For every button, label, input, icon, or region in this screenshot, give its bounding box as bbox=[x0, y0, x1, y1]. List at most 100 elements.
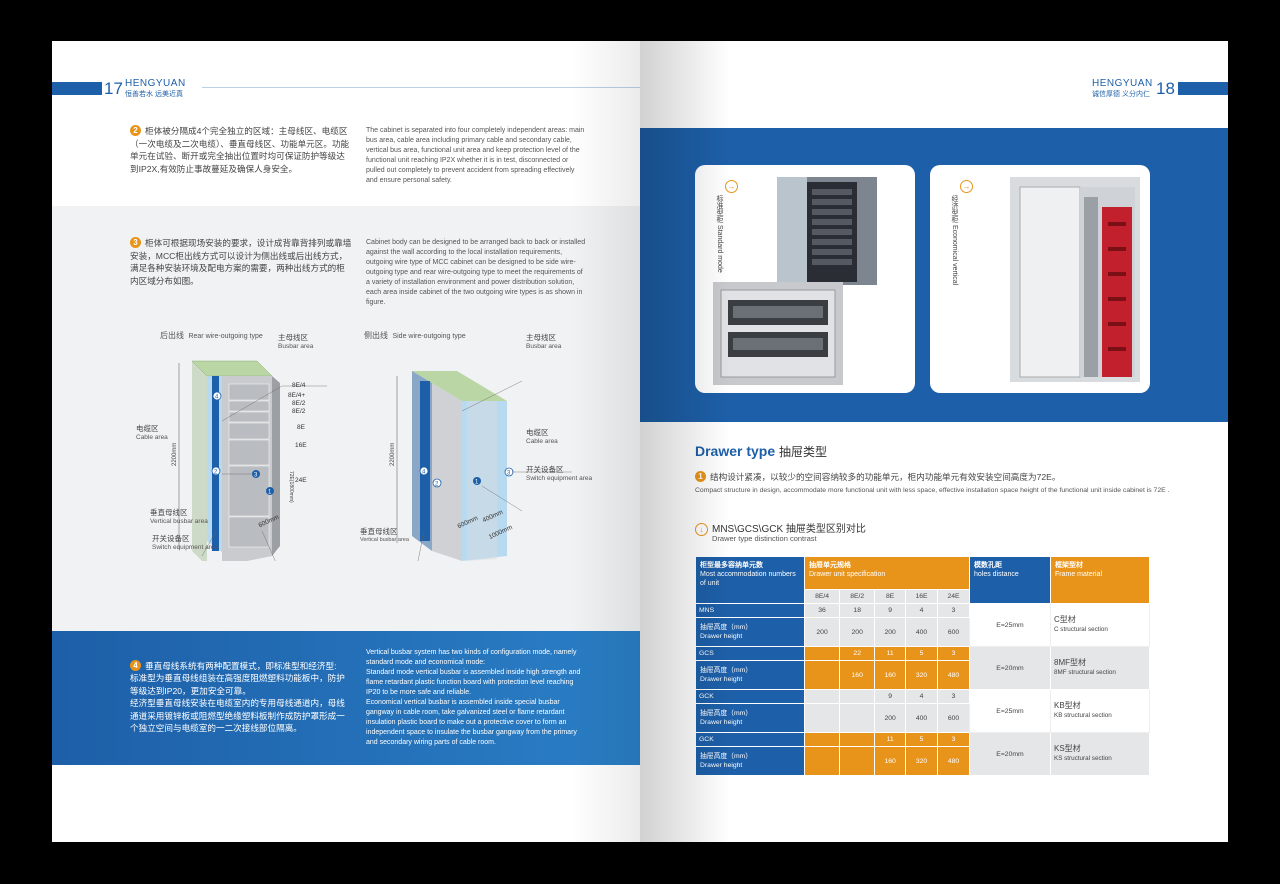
size-header: 16E bbox=[905, 589, 938, 604]
photo1-caption-en: Standard mode bbox=[716, 224, 723, 273]
count-cell: 18 bbox=[839, 603, 876, 618]
svg-text:2: 2 bbox=[214, 470, 218, 476]
frame-cn: 8MF型材 bbox=[1054, 658, 1086, 667]
height-label-en: Drawer height bbox=[700, 719, 743, 726]
height-label-cn: 抽屉高度（mm） bbox=[700, 710, 753, 717]
count-cell: 5 bbox=[905, 646, 938, 661]
height-cell: 320 bbox=[905, 660, 938, 690]
holes-cell: E=20mm bbox=[969, 646, 1051, 690]
height-cell: 200 bbox=[803, 617, 841, 647]
side-switch-cn: 开关设备区 bbox=[526, 465, 564, 474]
compare-title-en: Drawer type distinction contrast bbox=[712, 534, 817, 543]
rear-switch-en: Switch equipment area bbox=[152, 544, 219, 551]
number-badge: 1 bbox=[695, 471, 706, 482]
drawer-size: 8E/2 bbox=[292, 400, 306, 407]
drawer-height-label: 抽屉高度（mm） Drawer height bbox=[695, 703, 805, 733]
brand-name: HENGYUAN bbox=[1092, 78, 1153, 89]
drawer-size: 8E/4+ bbox=[288, 392, 306, 399]
svg-text:1: 1 bbox=[475, 480, 479, 486]
count-cell bbox=[803, 732, 841, 747]
size-header: 8E/4 bbox=[803, 589, 841, 604]
number-badge: 2 bbox=[130, 125, 141, 136]
drawer-type-title: Drawer type 抽屉类型 bbox=[695, 443, 827, 460]
side-busbar-en: Busbar area bbox=[526, 343, 562, 350]
rear-cable-cn: 电缆区 bbox=[136, 424, 159, 433]
svg-text:2: 2 bbox=[435, 482, 439, 488]
height-cell bbox=[839, 703, 876, 733]
header-holes-cn: 模数孔距 bbox=[974, 562, 1002, 569]
drawer-unit-photo bbox=[713, 282, 843, 385]
drawer-title-cn: 抽屉类型 bbox=[779, 445, 828, 459]
cabinet-name: GCK bbox=[695, 689, 805, 704]
economical-cabinet-photo bbox=[1010, 177, 1140, 382]
side-vertical-en: Vertical busbar area bbox=[360, 537, 409, 543]
point-1-cn-text: 结构设计紧凑，以较少的空间容纳较多的功能单元，柜内功能单元有效安装空间高度为72… bbox=[710, 472, 1061, 482]
dim-height: 2200mm bbox=[390, 443, 396, 466]
photo2-caption: 经济型柜 Economical vertical bbox=[950, 195, 959, 295]
svg-text:3: 3 bbox=[507, 471, 511, 477]
rear-cable-en: Cable area bbox=[136, 434, 168, 441]
height-cell: 200 bbox=[874, 617, 906, 647]
photo1-caption: 标准型柜 Standard mode bbox=[715, 195, 724, 275]
height-cell bbox=[803, 660, 841, 690]
diagram-rear-title: 后出线 Rear wire-outgoing type bbox=[160, 330, 263, 341]
point-1-en: Compact structure in design, accommodate… bbox=[695, 487, 1170, 494]
height-cell: 200 bbox=[874, 703, 906, 733]
drawer-height-label: 抽屉高度（mm）Drawer height bbox=[695, 746, 805, 776]
drawer-size: 24E bbox=[295, 477, 307, 484]
side-busbar-cn: 主母线区 bbox=[526, 333, 556, 342]
holes-cell: E=20mm bbox=[969, 732, 1051, 776]
slogan: 诚信厚德 义分内仁 bbox=[1092, 91, 1150, 98]
side-cable-cn: 电缆区 bbox=[526, 428, 549, 437]
header-holes: 模数孔距 holes distance bbox=[969, 556, 1051, 604]
side-switch-en: Switch equipment area bbox=[526, 475, 593, 482]
height-cell: 160 bbox=[874, 660, 906, 690]
height-cell: 480 bbox=[936, 746, 971, 776]
frame-cell: 8MF型材 8MF structural section bbox=[1050, 646, 1150, 690]
header-holes-en: holes distance bbox=[974, 571, 1019, 578]
header-units-en: Most accommodation numbers of unit bbox=[700, 571, 796, 587]
arrow-right-icon: → bbox=[960, 180, 973, 193]
count-cell: 9 bbox=[874, 603, 906, 618]
para-3-cn-text: 柜体可根据现场安装的要求，设计成背靠背排列或靠墙安装，MCC柜出线方式可以设计为… bbox=[130, 238, 352, 286]
compare-title-cn: MNS\GCS\GCK 抽屉类型区别对比 bbox=[712, 524, 866, 535]
para-2-cn-text: 柜体被分隔成4个完全独立的区域：主母线区、电缆区（一次电缆及二次电缆）、垂直母线… bbox=[130, 126, 350, 174]
drawer-size: 16E bbox=[295, 442, 307, 449]
header-bar bbox=[1178, 82, 1228, 95]
drawer-height-label: 抽屉高度（mm）Drawer height bbox=[695, 617, 805, 647]
frame-cn: KB型材 bbox=[1054, 701, 1081, 710]
height-cell: 160 bbox=[839, 660, 876, 690]
height-cell: 600 bbox=[936, 617, 971, 647]
para-2-en: The cabinet is separated into four compl… bbox=[366, 127, 585, 184]
frame-en: KS structural section bbox=[1054, 755, 1112, 762]
diagram-rear-title-cn: 后出线 bbox=[160, 331, 184, 340]
side-outgoing-diagram: 2200mm 4 2 1 3 bbox=[390, 371, 572, 561]
table-row: 抽屉高度（mm）Drawer height 160 320 480 bbox=[695, 746, 1150, 776]
frame-en: 8MF structural section bbox=[1054, 669, 1116, 676]
para-4-en: Vertical busbar system has two kinds of … bbox=[366, 649, 581, 746]
svg-text:1: 1 bbox=[268, 490, 272, 496]
photo-card-standard: → 标准型柜 Standard mode bbox=[695, 165, 915, 393]
header-rule bbox=[202, 87, 640, 88]
diagram-side-title: 侧出线 Side wire-outgoing type bbox=[364, 330, 466, 341]
frame-cn: C型材 bbox=[1054, 615, 1076, 624]
count-cell: 3 bbox=[936, 646, 971, 661]
gray-section bbox=[52, 206, 640, 631]
cabinet-name: GCS bbox=[695, 646, 805, 661]
para-3-en: Cabinet body can be designed to be arran… bbox=[366, 239, 586, 306]
page-number: 18 bbox=[1156, 79, 1175, 98]
page-number: 17 bbox=[104, 79, 123, 98]
drawer-title-en: Drawer type bbox=[695, 443, 776, 459]
